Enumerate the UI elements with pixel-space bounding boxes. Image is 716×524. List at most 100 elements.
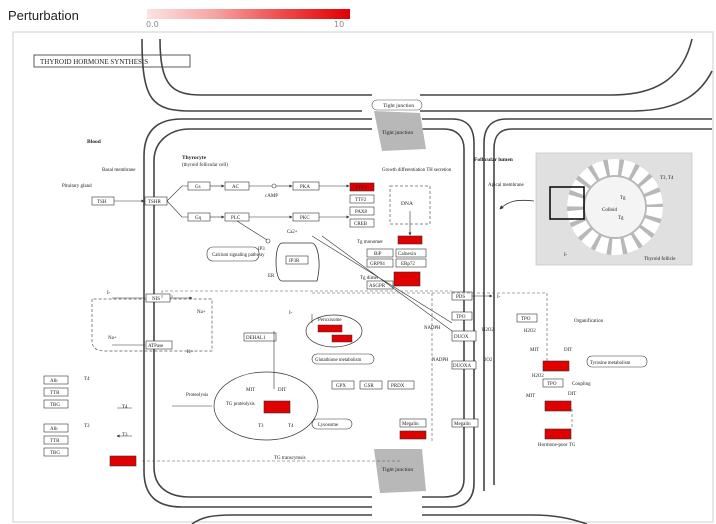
svg-text:Thyroid follicle: Thyroid follicle	[644, 257, 676, 262]
svg-text:Megalin: Megalin	[454, 422, 471, 427]
svg-text:Colloid: Colloid	[602, 208, 618, 213]
svg-text:ERp72: ERp72	[401, 262, 415, 267]
svg-text:Na+: Na+	[108, 336, 117, 341]
svg-text:AC: AC	[232, 185, 240, 190]
svg-text:PAX8: PAX8	[355, 210, 368, 215]
svg-text:DIT: DIT	[568, 392, 576, 397]
gene-tg-lumen-3[interactable]	[545, 429, 571, 439]
legend-max-label: 10	[334, 20, 344, 29]
svg-text:TTF1: TTF1	[355, 186, 367, 191]
svg-text:DEHAL1: DEHAL1	[246, 336, 266, 341]
tight-junction-label-top: Tight junction	[382, 130, 413, 136]
svg-text:Proteolysis: Proteolysis	[186, 393, 208, 398]
svg-text:MIT: MIT	[526, 394, 535, 399]
svg-text:MIT: MIT	[530, 348, 539, 353]
svg-text:TSHR: TSHR	[148, 200, 161, 205]
svg-text:NADPH: NADPH	[424, 326, 441, 331]
svg-text:T4: T4	[122, 405, 128, 410]
svg-text:T3, T4: T3, T4	[660, 176, 674, 181]
gene-tg-blood[interactable]	[110, 456, 136, 466]
thyrocyte-label: Thyrocyte	[182, 155, 207, 161]
svg-text:Alb: Alb	[50, 379, 58, 384]
svg-text:TBG: TBG	[50, 451, 60, 456]
svg-text:PLC: PLC	[231, 216, 241, 221]
follicular-lumen-label: Follicular lumen	[474, 157, 513, 163]
gene-peroxisome-1[interactable]	[318, 325, 342, 332]
svg-text:DNA: DNA	[401, 201, 413, 207]
svg-text:TTF2: TTF2	[355, 198, 367, 203]
svg-text:GRP94: GRP94	[370, 262, 385, 267]
svg-text:ASGPR: ASGPR	[369, 284, 386, 289]
svg-text:T4: T4	[84, 377, 90, 382]
basal-membrane-label: Basal membrane	[102, 168, 136, 173]
svg-text:PRDX: PRDX	[391, 384, 405, 389]
svg-text:cAMP: cAMP	[265, 194, 278, 199]
svg-text:BiP: BiP	[374, 252, 382, 257]
svg-text:TTR: TTR	[50, 439, 60, 444]
tight-junction-callout-label: Tight junction	[383, 103, 414, 109]
svg-text:TPO: TPO	[547, 382, 557, 387]
svg-text:Ca2+: Ca2+	[287, 230, 298, 235]
thyrocyte-sublabel: (thyroid follicular cell)	[182, 163, 228, 168]
svg-text:PDS: PDS	[456, 295, 465, 300]
legend-min-label: 0.0	[146, 20, 159, 29]
gene-tg[interactable]	[398, 236, 422, 244]
svg-text:Organification: Organification	[574, 319, 604, 324]
svg-text:NIS: NIS	[152, 297, 160, 302]
svg-text:Glutathione metabolism: Glutathione metabolism	[315, 358, 361, 363]
svg-text:DUOXA: DUOXA	[453, 364, 471, 369]
svg-text:T4: T4	[288, 424, 294, 429]
gene-peroxisome-2[interactable]	[332, 335, 352, 342]
gene-tg-dimer[interactable]	[394, 272, 420, 286]
svg-text:Calnexin: Calnexin	[398, 252, 417, 257]
legend-color-bar	[147, 9, 350, 19]
apical-membrane-label: Apical membrane	[488, 183, 524, 188]
pituitary-label: Pituitary gland	[62, 184, 92, 189]
svg-text:Gq: Gq	[195, 216, 202, 221]
svg-text:Tyrosine metabolism: Tyrosine metabolism	[590, 361, 631, 366]
svg-text:T3: T3	[258, 424, 264, 429]
perturbation-legend: Perturbation 0.0 10	[0, 0, 716, 30]
svg-text:Hormone-poor TG: Hormone-poor TG	[538, 443, 576, 448]
svg-text:Megalin: Megalin	[402, 422, 419, 427]
svg-text:I-: I-	[497, 295, 501, 300]
svg-text:TPO: TPO	[456, 315, 466, 320]
legend-title: Perturbation	[8, 8, 79, 23]
svg-text:Tg: Tg	[620, 196, 626, 201]
svg-text:TPO: TPO	[521, 317, 531, 322]
svg-text:Calcium signaling pathway: Calcium signaling pathway	[212, 253, 265, 258]
svg-text:GSR: GSR	[364, 384, 374, 389]
svg-text:2O2: 2O2	[484, 358, 493, 363]
pathway-title: THYROID HORMONE SYNTHESIS	[40, 58, 148, 66]
svg-text:GPX: GPX	[336, 384, 346, 389]
tight-junction-label-bottom: Tight junction	[382, 467, 413, 473]
gene-tg-lumen-1[interactable]	[543, 361, 569, 371]
svg-text:DUOX: DUOX	[454, 335, 469, 340]
svg-text:Tg: Tg	[618, 216, 624, 221]
svg-text:ER: ER	[268, 274, 275, 279]
gene-megalin-tg[interactable]	[400, 431, 426, 439]
svg-text:NADPH: NADPH	[432, 358, 449, 363]
blood-label: Blood	[87, 139, 101, 145]
svg-text:H2O2: H2O2	[524, 329, 536, 334]
svg-text:DIT: DIT	[278, 388, 286, 393]
svg-text:Coupling: Coupling	[572, 382, 591, 387]
svg-text:Tg dimer: Tg dimer	[360, 276, 379, 281]
svg-text:Na+: Na+	[197, 310, 206, 315]
svg-text:DIT: DIT	[564, 348, 572, 353]
svg-text:CREB: CREB	[354, 222, 368, 227]
gene-tg-lumen-2[interactable]	[545, 401, 571, 411]
svg-text:Tg monomer: Tg monomer	[357, 240, 383, 245]
svg-text:ATPase: ATPase	[148, 344, 164, 349]
svg-text:Alb: Alb	[50, 427, 58, 432]
svg-text:MIT: MIT	[246, 388, 255, 393]
gene-tg-proteolysis[interactable]	[264, 401, 290, 413]
svg-text:Lysosome: Lysosome	[318, 423, 339, 428]
svg-text:TTR: TTR	[50, 391, 60, 396]
svg-text:T3: T3	[122, 433, 128, 438]
svg-text:I-: I-	[564, 253, 568, 258]
svg-text:TG proteolysis: TG proteolysis	[226, 402, 255, 407]
svg-text:TBG: TBG	[50, 403, 60, 408]
svg-text:I-: I-	[289, 311, 293, 316]
svg-text:H2O2: H2O2	[482, 328, 494, 333]
